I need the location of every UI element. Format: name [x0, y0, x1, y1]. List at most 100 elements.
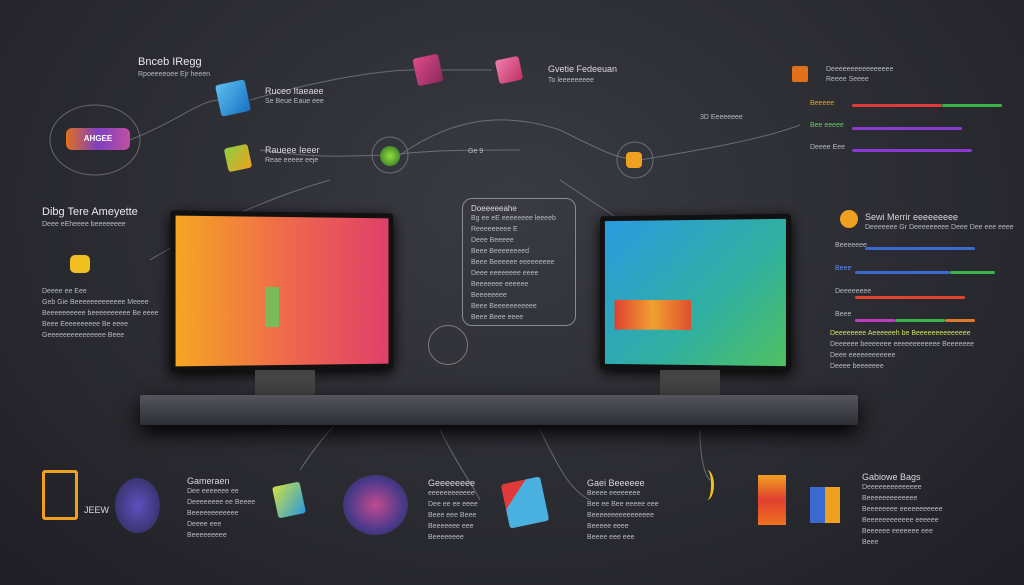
- bottom-item-title: Gaei Beeeeee: [587, 478, 645, 488]
- metric-bar-b: [950, 271, 995, 274]
- node-green-title: Raueee Ieeer: [265, 145, 320, 155]
- orange-node-icon: [626, 152, 642, 168]
- center-info-box: Doeeeeeahe Bg ee eE eeeeeeee leeeeb Reee…: [462, 198, 576, 326]
- screen-bar-chart: [265, 286, 280, 328]
- metric-label: Beeeee: [810, 100, 835, 107]
- right-mid-rows: Beeeeeee Beee Deeeeeeee Beee: [825, 240, 1024, 332]
- text-line: Beee Beeeeeeeed: [471, 248, 529, 255]
- bottom-item: Gameraen Dee eeeeeee ee Deeeeeeee ee Bee…: [187, 476, 255, 541]
- metric-bar: [855, 271, 950, 274]
- text-line: Beeeeeeeee: [187, 532, 227, 539]
- text-line: Deeeeeeeeeeeeee: [862, 484, 922, 491]
- center-box-title: Doeeeeeahe: [471, 204, 517, 213]
- right-monitor-stand: [660, 370, 720, 395]
- text-line: Beeee eeeeeeee: [587, 490, 641, 497]
- metric-bar: [852, 104, 942, 107]
- text-line: Dee ee ee eeee: [428, 501, 478, 508]
- text-line: Deee Beeeee: [471, 237, 514, 244]
- text-line: Beeeeeeeeeeeee: [862, 495, 918, 502]
- metric-bar-b: [895, 319, 945, 322]
- text-line: Deeee eee: [187, 521, 222, 528]
- text-line: Beeeeeeeeee beeeeeeeeee Be eeee: [42, 310, 159, 317]
- plasma-orb-icon: [343, 475, 408, 535]
- text-line: eeeeeeeeeeee: [428, 490, 475, 497]
- text-line: Beee: [862, 539, 879, 546]
- text-line: Bee ee Bee eeeee eee: [587, 501, 659, 508]
- text-line: Beeeeeeee: [471, 292, 507, 299]
- right-mid-subtitle: Deeeeeee Gr Deeeeeeeee Deee Dee eee eeee: [865, 224, 1014, 231]
- text-line: Beee Beeeeeeeeeee: [471, 303, 537, 310]
- text-line: Beeee eee eee: [587, 534, 635, 541]
- metric-bar: [852, 127, 962, 130]
- text-line: Geb Gie Beeeeeeeeeeeee Meeee: [42, 299, 149, 306]
- metric-row: Bee eeeee: [796, 118, 1024, 140]
- server-icon: [42, 470, 78, 520]
- stack-icon: [758, 475, 786, 525]
- text-line: Beee Beee eeee: [471, 314, 524, 321]
- metric-label: Deeee Eee: [810, 144, 846, 151]
- text-line: Geeeeeeeeeeeeeee Beee: [42, 332, 125, 339]
- node-green-subtitle: Reae eeeee eeje: [265, 157, 319, 164]
- node-pink-title: Gvetie Fedeeuan: [548, 64, 618, 74]
- bottom-item: Gaei Beeeeee Beeee eeeeeeee Bee ee Bee e…: [587, 478, 659, 543]
- right-monitor: [600, 213, 792, 372]
- metric-row: Beeeee: [796, 96, 1024, 118]
- metric-label: Beee: [835, 311, 852, 318]
- right-mid-lines: Deeeeeeee Aeeeeeeh be Beeeeeeeeeeeeee De…: [830, 328, 974, 372]
- arc-icon: [700, 470, 714, 500]
- text-line: Beeeeeee eeeeee: [471, 281, 529, 288]
- text-line: Beeeeeeee eeeeeeeeeee: [862, 506, 943, 513]
- metric-label: Deeeeeeee: [835, 288, 872, 295]
- text-line: Reeeeeeeee E: [471, 226, 518, 233]
- bottom-item-title: Gabiowe Bags: [862, 472, 921, 482]
- bottom-item: Gabiowe Bags Deeeeeeeeeeeeee Beeeeeeeeee…: [862, 472, 943, 548]
- text-line: Deeeeeeee ee Beeee: [187, 499, 256, 506]
- metric-bar-c: [945, 319, 975, 322]
- left-block-subtitle: Deee eEheeee beeeeeeee: [42, 221, 126, 228]
- right-top-title: Deeeeeeeeeeeeeeee: [826, 66, 894, 73]
- bottom-item-title: Gameraen: [187, 476, 230, 486]
- left-monitor-stand: [255, 370, 315, 395]
- text-line: Beee Beeeeee eeeeeeeee: [471, 259, 555, 266]
- circle-badge: AHGEE: [66, 128, 130, 150]
- right-top-rows: Beeeee Bee eeeee Deeee Eee: [796, 96, 1024, 162]
- left-block-lines: Deeee ee Eee Geb Gie Beeeeeeeeeeeee Meee…: [42, 286, 158, 341]
- metric-row: Deeee Eee: [796, 140, 1024, 162]
- left-monitor: [170, 210, 394, 372]
- metric-bar: [852, 149, 972, 152]
- text-line: Beeeeeeeeeeeeeeee: [587, 512, 654, 519]
- text-line: Beeeeeee eee: [428, 523, 474, 530]
- right-mid-title: Sewi Merrir eeeeeeeee: [865, 212, 959, 222]
- globe-icon: [115, 478, 160, 533]
- node-blue-title: Ruceo Itaeaee: [265, 86, 324, 96]
- bottom-item: Geeeeeeee eeeeeeeeeeee Dee ee ee eeee Be…: [428, 478, 478, 543]
- text-line: Beeeeeeeeeeee eeeeee: [862, 517, 939, 524]
- puzzle-icon: [70, 255, 90, 273]
- text-line: Deeeeee beeeeeee eeeeeeeeeeee Beeeeeee: [830, 341, 975, 348]
- screen-bar-chart: [614, 299, 692, 330]
- metric-row: Beee: [825, 309, 1024, 332]
- top-left-title: Bnceb IRegg: [138, 56, 202, 68]
- text-line: Beeeeeeeeeeee: [187, 510, 239, 517]
- text-line: Bg ee eE eeeeeeee leeeeb: [471, 215, 556, 222]
- node-blue-subtitle: Se Beue Eaue eee: [265, 98, 324, 105]
- pink-cube-icon: [412, 53, 444, 87]
- glass-orb-icon: [428, 325, 468, 365]
- node-mid-label: 3D Eeeeeeee: [700, 114, 743, 121]
- blue-cube-icon: [215, 79, 251, 117]
- metric-bar: [865, 247, 975, 250]
- text-line: Deeee beeeeeee: [830, 363, 884, 370]
- green-orb-icon: [380, 146, 400, 166]
- node-mid-small: Ge 9: [468, 148, 484, 155]
- gear-person-icon: [840, 210, 858, 228]
- metric-row: Deeeeeeee: [825, 286, 1024, 309]
- text-line: Beeeeee eeeeeee eee: [862, 528, 933, 535]
- text-line: Beeeee eeee: [587, 523, 629, 530]
- text-line: Deeeeeeee Aeeeeeeh be Beeeeeeeeeeeeee: [830, 330, 971, 337]
- bottom-logo: JEEW: [84, 505, 110, 515]
- pink-cube-icon-2: [494, 55, 524, 85]
- metric-label: Bee eeeee: [810, 122, 844, 129]
- chart-icon: [792, 66, 808, 82]
- metric-label: Beee: [835, 265, 852, 272]
- bottom-item-title: Geeeeeeee: [428, 478, 476, 488]
